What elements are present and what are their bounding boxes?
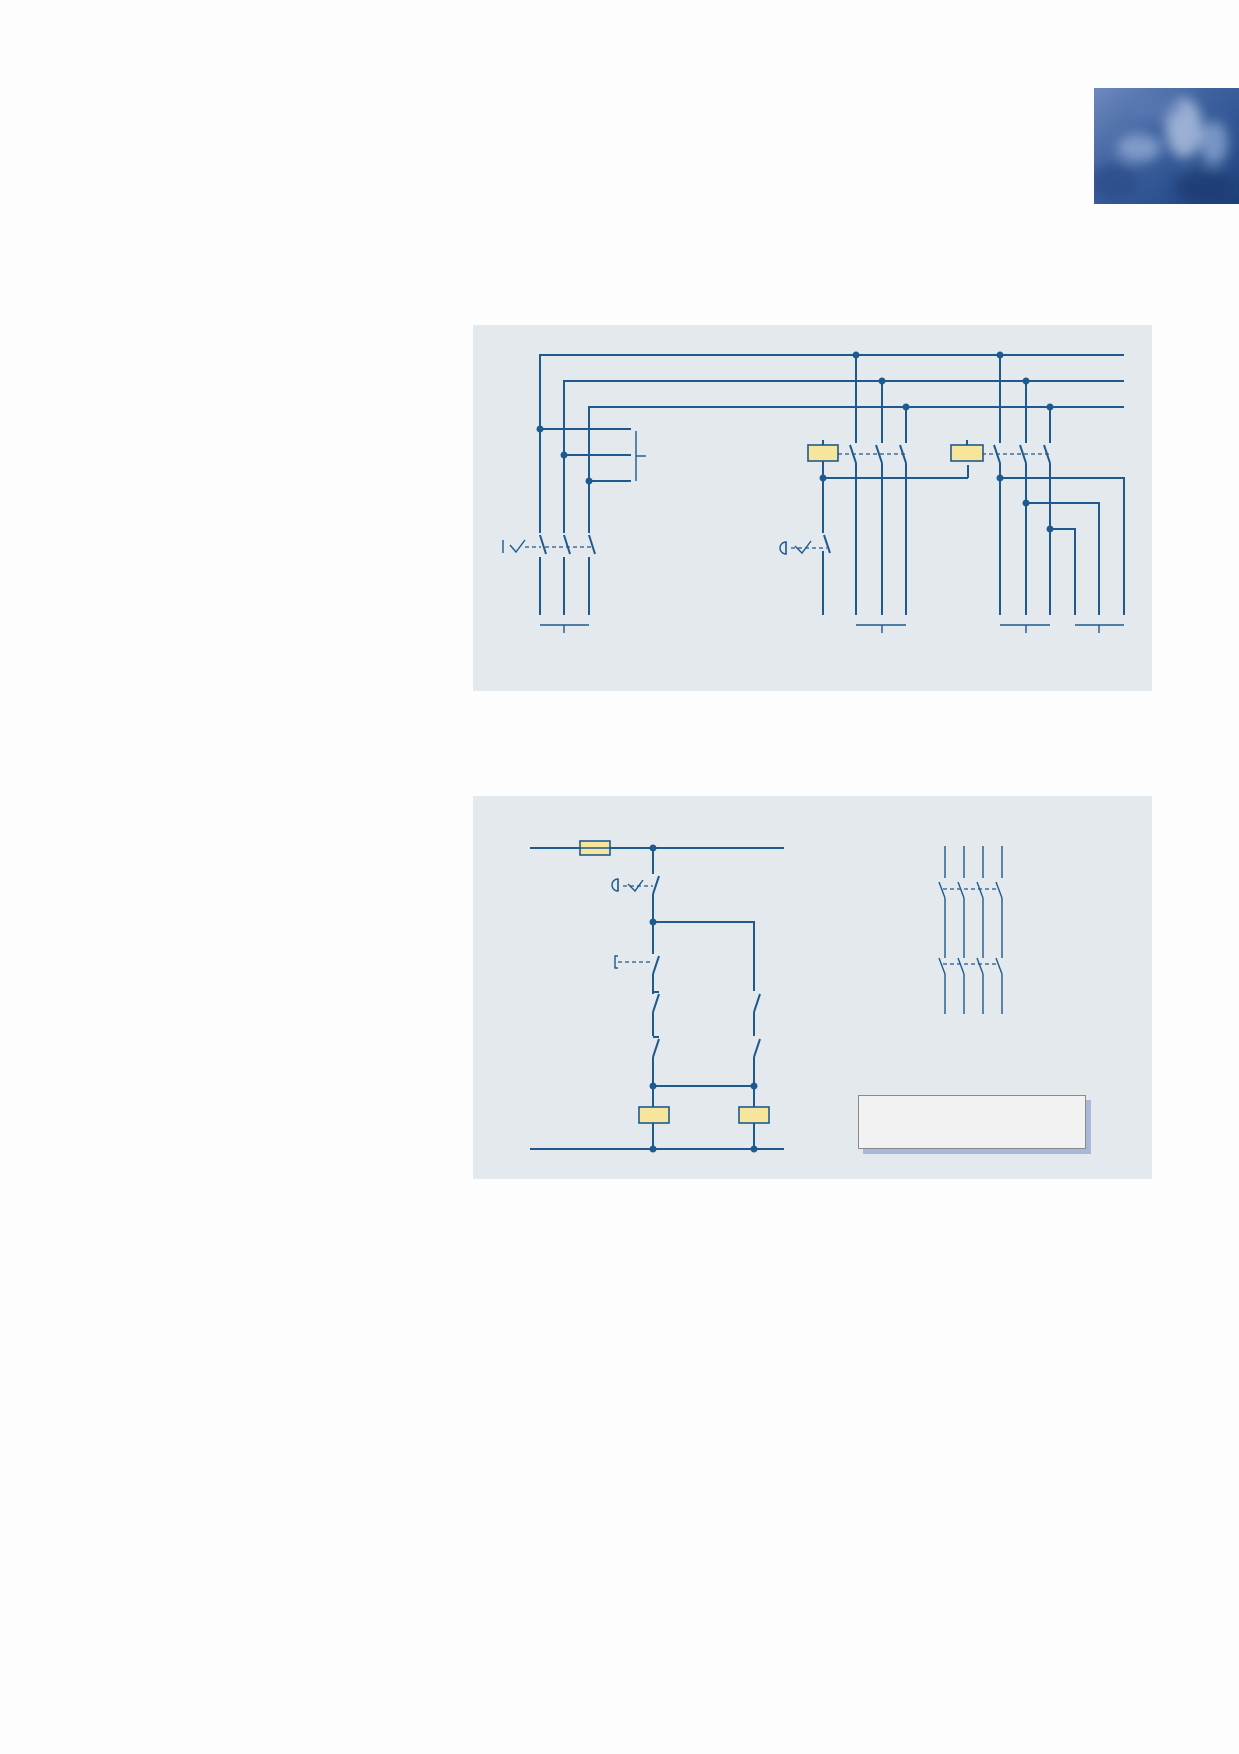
corner-photo <box>1094 88 1239 204</box>
three-phase-switching-circuit-diagram-icon <box>502 351 1125 633</box>
blurred-blue-photo-icon <box>1094 88 1239 204</box>
control-circuit-diagram-icon <box>530 840 1003 1153</box>
four-pole-switch-group <box>938 846 1003 1014</box>
figure-2-panel <box>473 796 1152 1179</box>
legend-box <box>858 1095 1086 1149</box>
figure-1-panel <box>473 325 1152 691</box>
